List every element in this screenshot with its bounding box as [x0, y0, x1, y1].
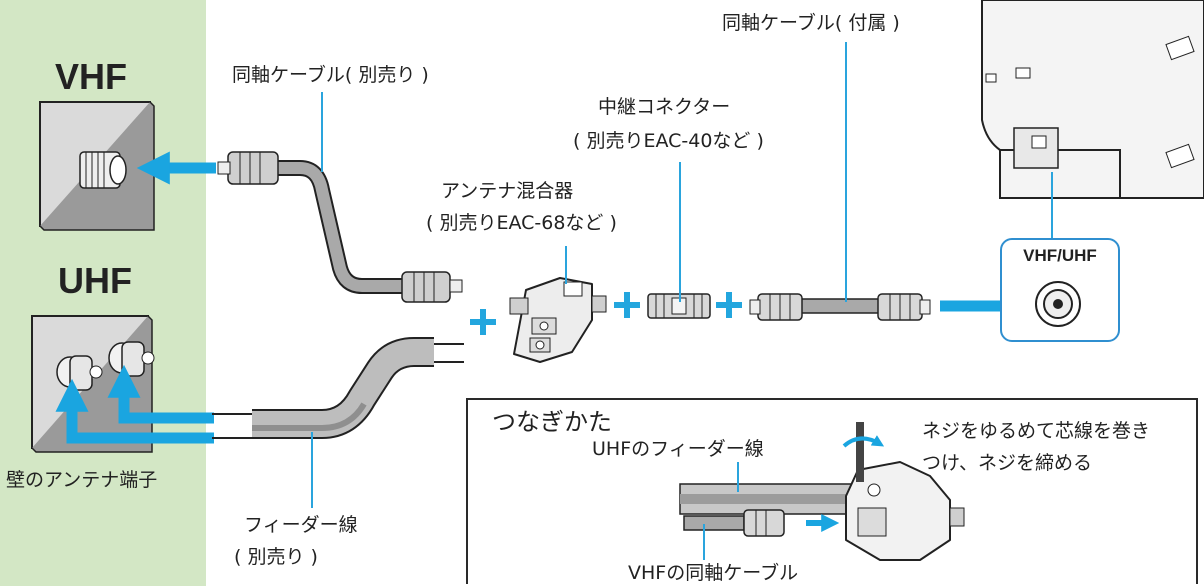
- inset-mixer-icon: [845, 461, 965, 561]
- inset-title: つなぎかた: [492, 408, 612, 436]
- relay-connector-label-line2: ( 別売りEAC-40など ): [573, 130, 764, 152]
- coax-plug-right-icon: [401, 271, 463, 303]
- vhf-title: VHF: [55, 56, 127, 97]
- antenna-mixer-icon: [509, 277, 607, 363]
- wall-panel: [0, 0, 206, 586]
- vhf-uhf-port-box: VHF/UHF: [1000, 238, 1120, 342]
- plus-icon-3: [716, 292, 742, 318]
- mixer-label-line1: アンテナ混合器: [441, 180, 574, 202]
- mixer-label-line2: ( 別売りEAC-68など ): [426, 212, 617, 234]
- inset-uhf-feeder-label: UHFのフィーダー線: [592, 438, 764, 460]
- vhf-wall-socket-icon: [79, 151, 127, 189]
- feeder-label-line2: ( 別売り ): [234, 546, 318, 568]
- feeder-line-sold-separately: [212, 337, 464, 439]
- inset-instruction-line2: つけ、ネジを締める: [922, 452, 1093, 474]
- uhf-title: UHF: [58, 260, 132, 301]
- uhf-wall-plate: [31, 315, 155, 453]
- coax-cable-sold-separately: [217, 151, 463, 303]
- coax-sold-separately-label: 同軸ケーブル( 別売り ): [232, 64, 429, 86]
- relay-connector-label-line1: 中継コネクター: [598, 96, 731, 118]
- tv-rear-icon: [981, 0, 1204, 199]
- connection-method-inset: つなぎかた UHFのフィーダー線 ネジをゆるめて芯線を巻き つけ、ネジを締める …: [466, 398, 1198, 584]
- plus-icon-2: [614, 292, 640, 318]
- wall-antenna-terminal-label: 壁のアンテナ端子: [6, 469, 158, 491]
- supplied-coax-plug-right-icon: [877, 293, 931, 321]
- screwdriver-icon: [842, 422, 885, 482]
- feeder-label-line1: フィーダー線: [244, 514, 358, 536]
- coax-cable-supplied: [749, 293, 931, 321]
- inset-detail-drawing: [679, 422, 965, 561]
- leader-lines: [311, 42, 1053, 508]
- inset-vhf-coax-label: VHFの同軸ケーブル: [628, 562, 799, 584]
- inset-instruction-line1: ネジをゆるめて芯線を巻き: [922, 420, 1151, 442]
- coax-plug-left-icon: [217, 151, 279, 185]
- vhf-uhf-port-label: VHF/UHF: [1023, 246, 1097, 265]
- coax-supplied-label: 同軸ケーブル( 付属 ): [722, 12, 900, 34]
- inset-vhf-coax: [683, 509, 840, 537]
- vhf-wall-plate: [39, 101, 155, 231]
- arrow-feeder-to-uhf-wall: [55, 364, 214, 444]
- antenna-input-jack-icon: [1035, 281, 1081, 327]
- plus-icon-1: [470, 309, 496, 335]
- supplied-coax-plug-left-icon: [749, 293, 803, 321]
